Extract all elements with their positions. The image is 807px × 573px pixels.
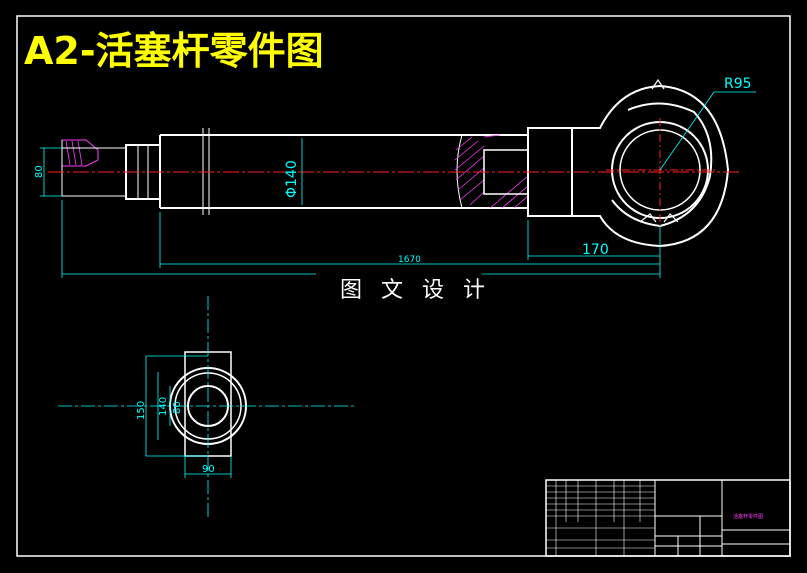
dim-thread-80: 80 [34, 165, 45, 178]
piston-rod-main-view [61, 78, 730, 248]
thread-end-outline [62, 139, 99, 167]
drawing-title: A2-活塞杆零件图 [24, 29, 324, 73]
main-dimensions [40, 91, 756, 278]
thread-hatch-2 [71, 140, 77, 166]
eye-top-nub [651, 78, 665, 90]
title-block-drawing-name: 活塞杆零件图 [733, 513, 763, 520]
section-boundary [456, 134, 463, 209]
dim-diameter-140: Φ140 [284, 160, 300, 198]
thread-hatch-1 [65, 140, 71, 166]
watermark-backdrop [316, 272, 482, 304]
main-centerlines [48, 118, 742, 226]
dim-end-80: 80 [172, 401, 183, 414]
end-view [58, 296, 356, 520]
eye-inner-ring [611, 102, 713, 228]
dim-total-length: 1670 [398, 255, 421, 265]
thread-hatch-3 [77, 140, 83, 166]
eye-neck [572, 84, 730, 248]
dim-eye-170: 170 [582, 242, 609, 258]
watermark-text: 图 文 设 计 [340, 278, 491, 303]
end-view-dimensions [145, 355, 232, 478]
eye-bottom-slot [639, 213, 679, 223]
dim-end-150: 150 [136, 401, 147, 420]
section-hatch [454, 134, 529, 209]
drawing-border [16, 15, 791, 557]
title-block [545, 479, 791, 557]
dim-r95: R95 [724, 76, 752, 92]
dim-end-140: 140 [158, 397, 169, 416]
dim-end-90: 90 [202, 464, 215, 475]
